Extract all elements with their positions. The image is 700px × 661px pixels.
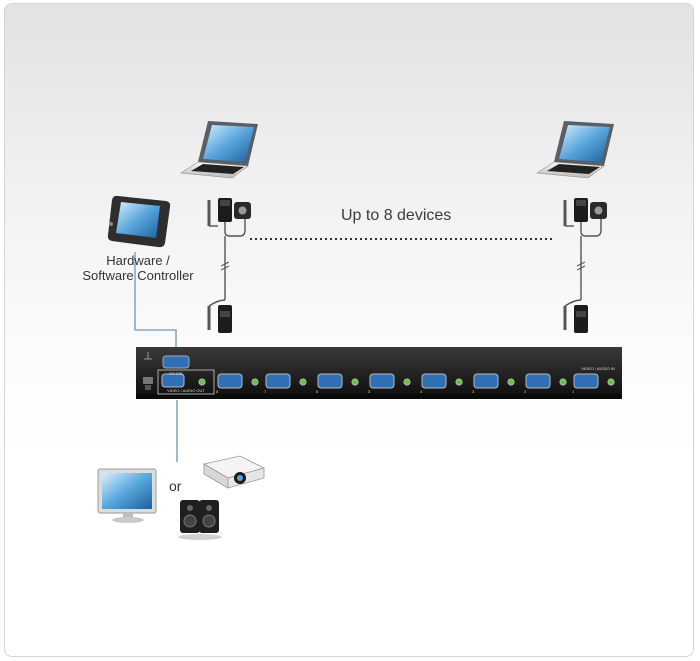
port-number: 3 bbox=[472, 389, 475, 394]
input-port bbox=[573, 373, 615, 389]
output-label: VIDEO / AUDIO OUT bbox=[167, 388, 205, 393]
input-port bbox=[265, 373, 307, 389]
controller-label-line1: Hardware / bbox=[106, 253, 170, 268]
speakers-icon bbox=[178, 500, 222, 540]
monitor-icon bbox=[97, 468, 157, 523]
laptop-icon bbox=[180, 121, 258, 179]
input-port bbox=[317, 373, 359, 389]
devices-label: Up to 8 devices bbox=[341, 207, 452, 224]
port-number: 8 bbox=[216, 389, 219, 394]
tablet-icon bbox=[107, 195, 171, 248]
input-port bbox=[525, 373, 567, 389]
kvm-cable-icon bbox=[563, 198, 607, 333]
port-number: 5 bbox=[368, 389, 371, 394]
port-number: 6 bbox=[316, 389, 319, 394]
port-number: 4 bbox=[420, 389, 423, 394]
input-port bbox=[217, 373, 259, 389]
port-number: 1 bbox=[572, 389, 575, 394]
rs232-label: RS-232 bbox=[169, 371, 183, 376]
input-port bbox=[473, 373, 515, 389]
kvm-cable-icon bbox=[207, 198, 251, 333]
or-label: or bbox=[169, 478, 182, 494]
kvm-switch: RS-232 VIDEO / AUDIO OUT VIDEO / AUDIO I… bbox=[136, 347, 622, 399]
laptop-icon bbox=[536, 121, 614, 179]
controller-cable bbox=[134, 252, 177, 352]
controller-label-line2: Software Controller bbox=[82, 268, 194, 283]
port-number: 2 bbox=[524, 389, 527, 394]
input-port bbox=[369, 373, 411, 389]
controller-label: Hardware / Software Controller bbox=[70, 253, 206, 283]
input-label: VIDEO / AUDIO IN bbox=[581, 366, 614, 371]
projector-icon bbox=[202, 455, 266, 489]
input-port bbox=[421, 373, 463, 389]
port-number: 7 bbox=[264, 389, 267, 394]
